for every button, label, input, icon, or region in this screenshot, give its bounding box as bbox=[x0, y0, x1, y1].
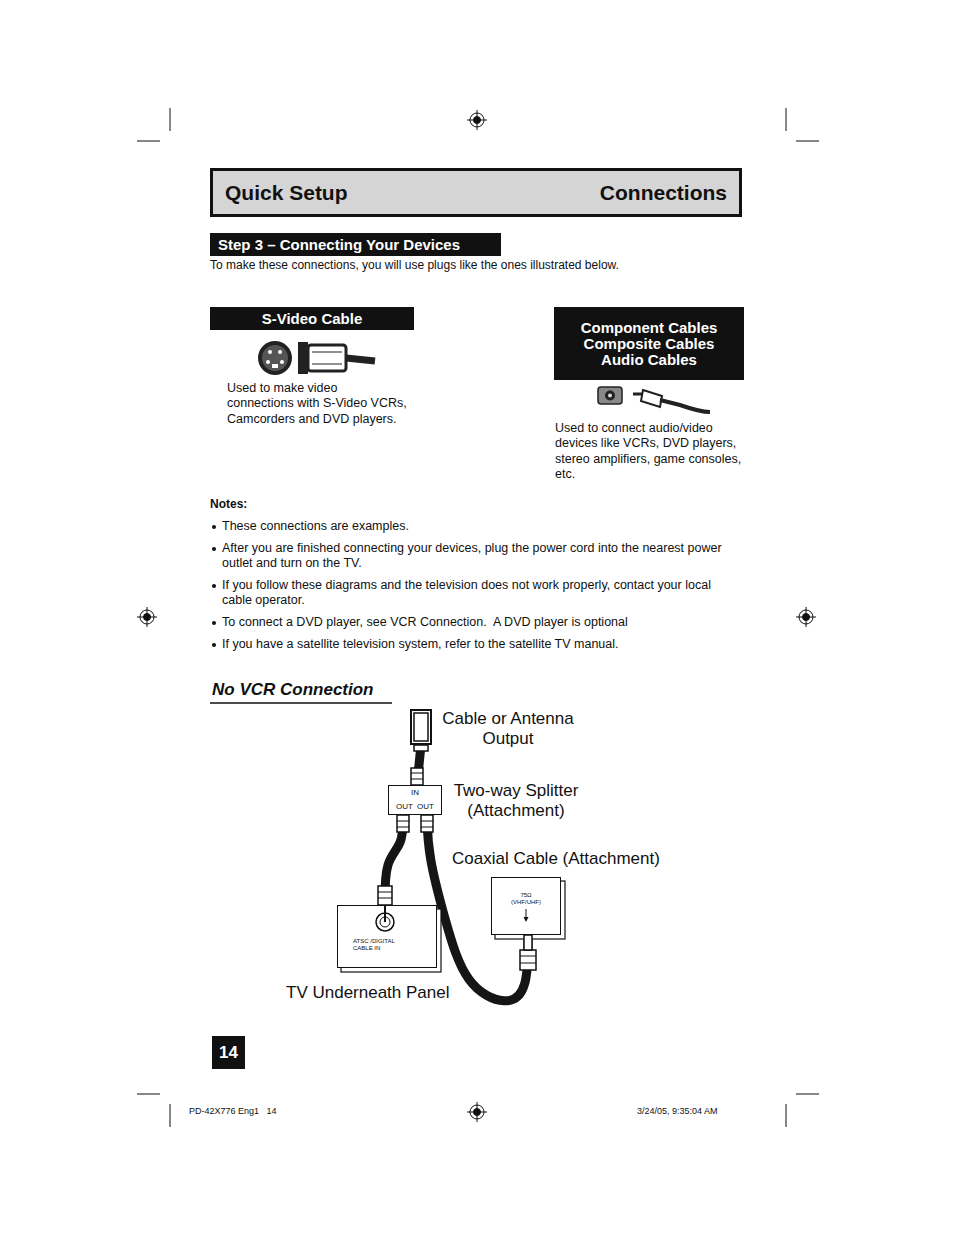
cable-type-band: Component Cables Composite Cables Audio … bbox=[554, 307, 744, 380]
page-number: 14 bbox=[212, 1036, 245, 1069]
tv-panel: ATSC /DIGITAL CABLE IN bbox=[337, 905, 437, 968]
f-connector bbox=[380, 917, 390, 927]
node-text: Connections bbox=[600, 181, 727, 205]
text-label: Two-way Splitter (Attachment) bbox=[446, 781, 586, 821]
note-item: These connections are examples. bbox=[210, 519, 740, 534]
splitter-box: IN OUT OUT bbox=[388, 785, 442, 815]
text-label: PD-42X776 Eng1 14 bbox=[189, 1106, 339, 1117]
node-text: IN bbox=[411, 788, 419, 797]
cable-type-band: S-Video Cable bbox=[210, 307, 414, 330]
tv-panel: 75Ω (VHF/UHF) bbox=[491, 877, 561, 935]
note-item: If you have a satellite television syste… bbox=[210, 637, 740, 652]
node-text: 75Ω (VHF/UHF) bbox=[509, 892, 543, 934]
wall-outlet: Cable or Antenna Output bbox=[410, 709, 432, 745]
node-text: S-Video Cable bbox=[262, 310, 363, 327]
heading-underline bbox=[210, 702, 392, 704]
text-label: Used to connect audio/video devices like… bbox=[555, 421, 751, 482]
s-video-plug bbox=[258, 341, 375, 375]
text-label: To make these connections, you will use … bbox=[210, 258, 750, 273]
arrow-head bbox=[524, 917, 529, 922]
crop-marks bbox=[137, 108, 819, 1127]
note-item: If you follow these diagrams and the tel… bbox=[210, 578, 740, 608]
text-label: 3/24/05, 9:35:04 AM bbox=[637, 1106, 777, 1117]
node-text: OUT OUT bbox=[396, 802, 434, 811]
node-text: ATSC /DIGITAL CABLE IN bbox=[353, 938, 413, 952]
note-item: After you are finished connecting your d… bbox=[210, 541, 740, 571]
node-text: Step 3 – Connecting Your Devices bbox=[218, 236, 460, 253]
registration-marks bbox=[137, 110, 816, 1122]
note-item: To connect a DVD player, see VCR Connect… bbox=[210, 615, 740, 630]
text-label: TV Underneath Panel bbox=[286, 983, 456, 1003]
node-text: Quick Setup bbox=[225, 181, 348, 205]
f-connector bbox=[384, 905, 386, 922]
panel-shadow bbox=[341, 909, 441, 972]
node-text: Cable or Antenna Output bbox=[433, 709, 583, 749]
text-label: Used to make video connections with S-Vi… bbox=[227, 381, 407, 427]
f-connector bbox=[376, 913, 394, 931]
arrow-stem bbox=[526, 909, 527, 919]
step-band: Step 3 – Connecting Your Devices bbox=[210, 233, 501, 256]
panel-shadow bbox=[495, 881, 565, 939]
text-label: Notes: bbox=[210, 497, 310, 512]
header-band: Quick Setup Connections bbox=[210, 168, 742, 217]
node-text: 14 bbox=[219, 1043, 238, 1063]
outlet-plate bbox=[414, 713, 428, 741]
section-heading: No VCR Connection bbox=[212, 680, 374, 700]
node-text: Component Cables Composite Cables Audio … bbox=[574, 320, 724, 368]
text-label: Coaxial Cable (Attachment) bbox=[452, 849, 672, 869]
rca-plug bbox=[598, 387, 710, 412]
